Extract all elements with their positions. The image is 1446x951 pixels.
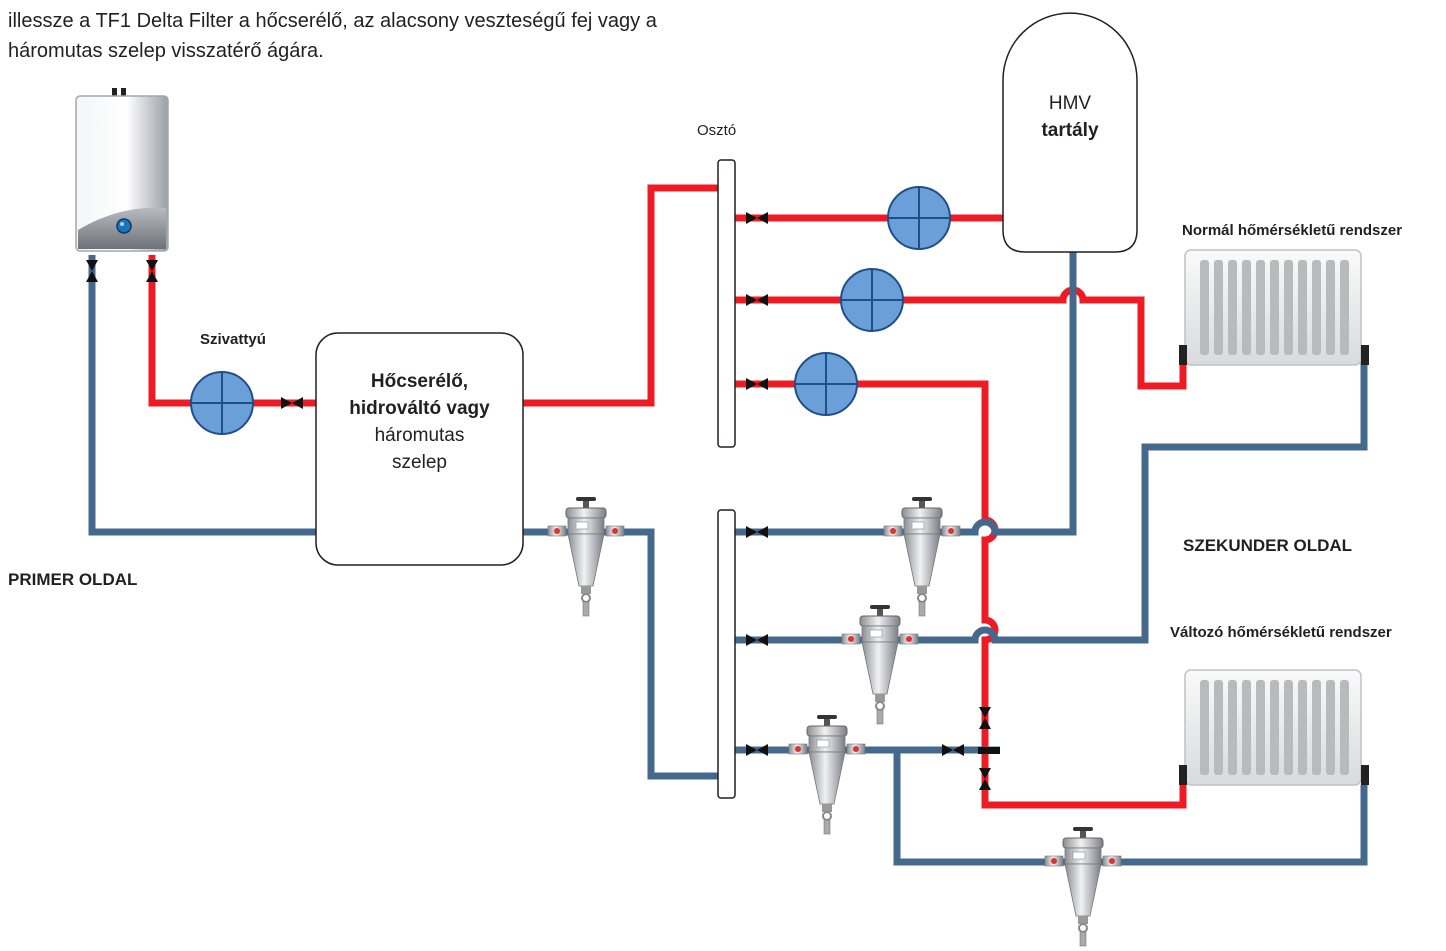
variable-system-radiator [1184, 669, 1362, 786]
heat-exchanger-line-2: hidrováltó vagy [349, 398, 490, 419]
normal-system-radiator [1184, 249, 1362, 366]
tank-flow-valve-icon[interactable] [746, 212, 768, 224]
mixing-upper-valve-icon[interactable] [979, 707, 991, 729]
intro-text: illessze a TF1 Delta Filter a hőcserélő,… [8, 6, 908, 66]
heat-exchanger-label: Hőcserélő, hidrováltó vagy háromutas sze… [316, 368, 523, 476]
normal-system-flow-pipe [735, 286, 1187, 390]
normal-flow-valve-icon[interactable] [746, 294, 768, 306]
normal-system-label: Normál hőmérsékletű rendszer [1182, 222, 1403, 239]
primary-return-filter-icon [547, 496, 625, 617]
boiler-flow-valve-icon[interactable] [146, 260, 158, 282]
variable-system-pump-icon[interactable] [794, 352, 858, 416]
tank-pump-icon[interactable] [887, 186, 951, 250]
hmv-tank-label: HMV tartály [1003, 90, 1137, 144]
heat-exchanger-box [315, 332, 524, 566]
heat-exchanger-line-1: Hőcserélő, [370, 371, 469, 392]
boiler-icon [75, 88, 169, 252]
distributor-label: Osztó [697, 122, 737, 139]
heat-exchanger-line-3: háromutas [374, 425, 465, 446]
variable-flow-valve-icon[interactable] [746, 378, 768, 390]
variable-return-valve-icon[interactable] [746, 744, 768, 756]
variable-system-flow-pipe [735, 380, 1187, 809]
tank-return-valve-icon[interactable] [746, 526, 768, 538]
primary-pump-valve-icon[interactable] [281, 397, 303, 409]
hmv-tank-line-2: tartály [1041, 120, 1099, 141]
primary-pump-icon[interactable] [190, 371, 254, 435]
intro-line-2: háromutas szelep visszatérő ágára. [8, 40, 324, 62]
mixing-lower-valve-icon[interactable] [979, 768, 991, 790]
normal-return-valve-icon[interactable] [746, 634, 768, 646]
primary-side-label: PRIMER OLDAL [8, 570, 138, 589]
distributor-flow-bar [717, 159, 736, 448]
normal-system-return-pipe [735, 360, 1368, 644]
mixing-valve-icon[interactable] [942, 744, 964, 756]
tank-return-filter-icon [883, 496, 961, 617]
bypass-return-pipe [893, 750, 1368, 866]
boiler-return-valve-icon[interactable] [86, 260, 98, 282]
normal-return-filter-icon [841, 604, 919, 725]
exchanger-flow-to-distributor [523, 184, 718, 407]
boiler-flow-pipe [148, 255, 316, 407]
heat-exchanger-line-4: szelep [392, 452, 447, 473]
variable-return-filter-icon [788, 714, 866, 835]
tank-return-pipe [735, 250, 1077, 536]
normal-system-pump-icon[interactable] [840, 268, 904, 332]
intro-line-1: illessze a TF1 Delta Filter a hőcserélő,… [8, 10, 657, 32]
hmv-tank [1002, 12, 1138, 253]
flow-pipes [148, 184, 1187, 809]
bypass-filter-icon [1044, 826, 1122, 947]
pump-label: Szivattyú [200, 331, 266, 348]
boiler-return-pipe [88, 255, 316, 536]
variable-system-label: Változó hőmérsékletű rendszer [1170, 624, 1392, 641]
secondary-side-label: SZEKUNDER OLDAL [1183, 536, 1353, 555]
distributor-return-bar [717, 509, 736, 799]
exchanger-return-pipe [523, 528, 718, 780]
bypass-tee [978, 747, 1000, 754]
hmv-tank-line-1: HMV [1048, 93, 1092, 114]
